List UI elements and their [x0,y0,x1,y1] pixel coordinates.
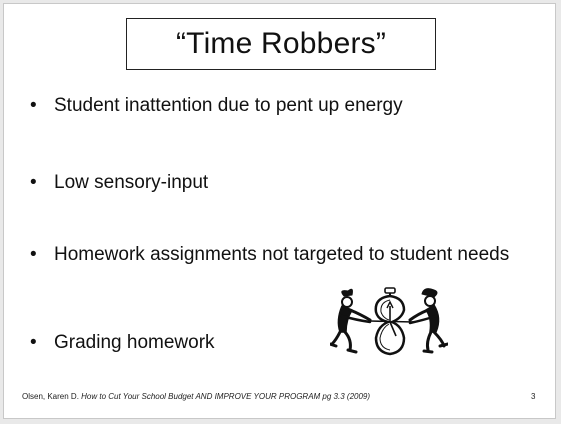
bullet-text: Low sensory-input [54,172,209,193]
bullet-dot: • [30,172,37,193]
bullet-item: • Low sensory-input [28,169,528,196]
citation-year: (2009) [346,392,371,401]
bullet-dot: • [30,95,37,116]
slide-title-box: “Time Robbers” [126,18,436,70]
bullet-item: • Grading homework [28,329,528,356]
bullet-text: Grading homework [54,332,215,353]
bullet-item: • Student inattention due to pent up ene… [28,92,528,119]
slide-title: “Time Robbers” [175,27,387,60]
bullet-item: • Homework assignments not targeted to s… [28,241,528,268]
bullet-text: Student inattention due to pent up energ… [54,95,403,116]
citation-title: How to Cut Your School Budget AND IMPROV… [81,392,345,401]
citation-author: Olsen, Karen D. [22,392,79,401]
bullet-dot: • [30,244,37,265]
bullet-dot: • [30,332,37,353]
slide: “Time Robbers” • Student inattention due… [3,3,556,419]
citation-footer: Olsen, Karen D. How to Cut Your School B… [22,392,370,401]
bullet-text: Homework assignments not targeted to stu… [54,244,510,265]
tug-of-war-over-clock-icon [330,287,448,356]
page-number: 3 [531,392,536,401]
